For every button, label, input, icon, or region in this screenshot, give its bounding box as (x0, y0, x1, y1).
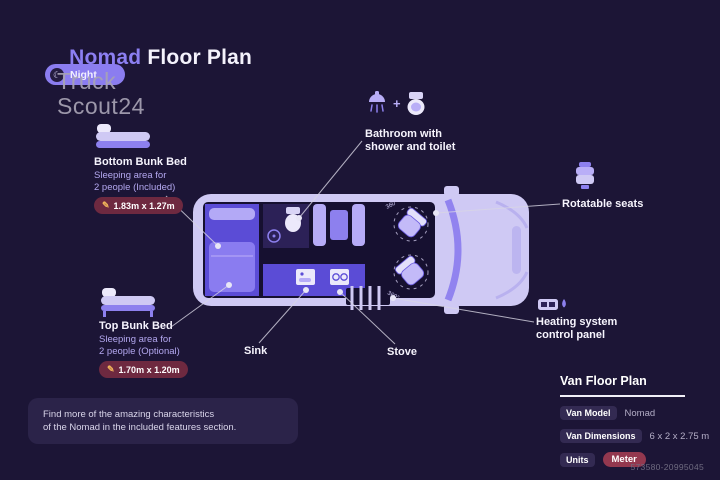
units-badge: Meter (602, 452, 646, 467)
stove-label: Stove (387, 346, 417, 358)
night-mode-toggle[interactable]: ☾ Night (45, 64, 125, 85)
spec-panel-title: Van Floor Plan (560, 374, 647, 388)
truckscout24-watermark: Truck Scout24 (57, 69, 145, 119)
front-grille (512, 226, 521, 274)
droplet-icon (562, 299, 566, 308)
watermark-line-2: Scout24 (57, 93, 145, 119)
toilet-icon (407, 92, 425, 115)
watermark-line-1: Truck (57, 68, 117, 94)
spec-panel-divider (560, 395, 685, 397)
shower-icon (369, 91, 385, 113)
van-interior (203, 202, 435, 298)
spec-row-van-model: Van Model Nomad (560, 406, 709, 420)
night-mode-label: Night (70, 68, 97, 81)
heating-label: Heating system control panel (536, 316, 618, 341)
bathroom-area (263, 204, 309, 248)
heating-control-panel-icon (538, 299, 566, 310)
sink-label: Sink (244, 345, 268, 357)
swivel-seat-front: 360° (385, 199, 429, 242)
entry-steps (346, 286, 390, 310)
page-title-rest: Floor Plan (141, 46, 253, 69)
van-spec-panel: Van Floor Plan Van Model Nomad Van Dimen… (560, 374, 709, 467)
rear-bed (205, 204, 259, 296)
bottom-bunk-bed-icon (96, 124, 150, 148)
top-bunk-title: Top Bunk Bed (99, 320, 173, 332)
pencil-icon: ✎ (107, 364, 115, 374)
seat-icon (576, 162, 594, 189)
top-bunk-bed-icon (101, 288, 155, 317)
bathroom-label: Bathroom with shower and toilet (365, 128, 456, 153)
rotation-label: 360° (385, 199, 399, 210)
bottom-bunk-title: Bottom Bunk Bed (94, 156, 187, 168)
features-note: Find more of the amazing characteristics… (28, 398, 298, 444)
van-floorplan-illustration: 360° 360° (193, 186, 529, 314)
bottom-bunk-desc: Sleeping area for 2 people (Included) (94, 170, 176, 193)
photo-id-watermark: 573580-20995045 (630, 462, 704, 472)
bottom-bunk-dimensions-badge: ✎ 1.83m x 1.27m (94, 197, 183, 214)
spec-row-units: Units Meter (560, 452, 709, 467)
top-bunk-desc: Sleeping area for 2 people (Optional) (99, 334, 180, 357)
dinette (313, 204, 365, 246)
rotatable-seats-label: Rotatable seats (562, 198, 644, 210)
sink-unit (296, 269, 315, 285)
top-bunk-dimensions-badge: ✎ 1.70m x 1.20m (99, 361, 188, 378)
plus-icon: + (393, 96, 401, 111)
page-title-accent: Nomad (69, 46, 142, 69)
moon-icon: ☾ (50, 67, 64, 82)
spec-row-van-dimensions: Van Dimensions 6 x 2 x 2.75 m (560, 429, 709, 443)
pencil-icon: ✎ (102, 200, 110, 210)
page-title: Nomad Floor Plan (45, 22, 252, 94)
side-mirror-top-icon (444, 186, 459, 196)
